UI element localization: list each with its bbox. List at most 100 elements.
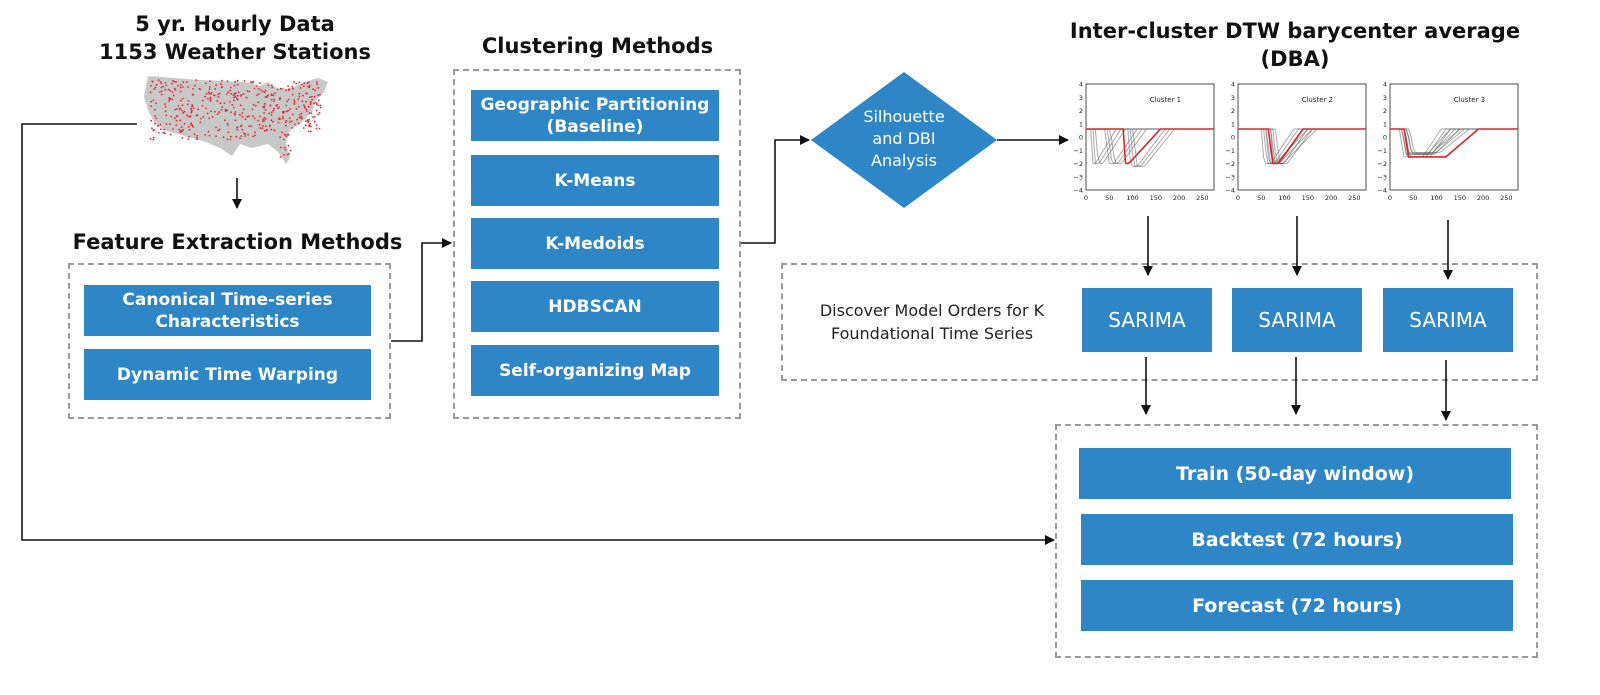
station-dot (164, 103, 166, 106)
y-tick-label: −2 (1073, 160, 1083, 168)
station-dot (233, 99, 235, 102)
station-dot (185, 81, 188, 83)
station-dot (308, 118, 311, 121)
station-dot (210, 92, 213, 95)
station-dot (173, 80, 176, 83)
station-dot (236, 98, 239, 101)
station-dot (295, 82, 297, 85)
station-dot (218, 111, 220, 114)
dba-title-line2: (DBA) (1260, 47, 1330, 71)
y-tick-label: 0 (1079, 134, 1083, 142)
station-dot (273, 129, 276, 132)
station-dot (192, 88, 194, 90)
station-dot (265, 125, 267, 128)
station-dot (174, 117, 176, 120)
analysis-line3: Analysis (871, 151, 937, 170)
station-dot (310, 130, 312, 133)
station-dot (182, 86, 184, 88)
station-dot (272, 109, 274, 112)
station-dot (149, 91, 152, 94)
station-dot (239, 125, 242, 128)
station-dot (180, 126, 183, 129)
station-dot (215, 84, 217, 87)
station-dot (308, 112, 311, 114)
station-dot (234, 80, 236, 83)
station-dot (257, 93, 260, 95)
station-dot (276, 103, 279, 106)
y-tick-label: 1 (1231, 120, 1235, 128)
station-dot (270, 98, 273, 101)
station-dot (301, 100, 304, 102)
station-dot (167, 88, 170, 91)
canonical-characteristics-box: Canonical Time-series Characteristics (84, 285, 371, 336)
station-dot (297, 98, 300, 101)
station-dot (264, 96, 267, 98)
dynamic-time-warping-box: Dynamic Time Warping (84, 349, 371, 400)
station-dot (279, 136, 281, 139)
station-dot (159, 81, 162, 83)
station-dot (245, 96, 248, 99)
station-dot (210, 110, 212, 113)
station-dot (169, 97, 172, 100)
station-dot (188, 135, 190, 138)
dba-centroid-line (1086, 128, 1214, 165)
station-dot (264, 102, 266, 105)
station-dot (289, 149, 292, 152)
station-dot (205, 92, 208, 95)
station-dot (313, 102, 315, 105)
station-dot (300, 83, 303, 86)
cluster-plot-title: Cluster 2 (1302, 96, 1334, 104)
sarima-group (781, 263, 1538, 381)
station-dot (232, 106, 235, 109)
station-dot (254, 134, 256, 137)
x-tick-label: 150 (1150, 194, 1162, 202)
station-dot (253, 87, 256, 90)
station-dot (217, 96, 220, 98)
y-tick-label: −4 (1377, 187, 1387, 195)
station-dot (317, 94, 319, 97)
station-dot (254, 105, 257, 107)
station-dot (311, 98, 314, 101)
station-dot (190, 111, 193, 114)
station-dot (217, 93, 220, 96)
station-dot (169, 89, 172, 92)
station-dot (263, 105, 266, 107)
station-dot (226, 109, 229, 112)
y-tick-label: −1 (1377, 147, 1387, 155)
x-tick-label: 100 (1278, 194, 1290, 202)
station-dot (206, 112, 209, 115)
x-tick-label: 50 (1409, 194, 1417, 202)
station-dot (186, 103, 189, 106)
station-dot (263, 112, 265, 114)
station-dot (225, 93, 228, 95)
station-dot (263, 117, 266, 119)
station-dot (160, 82, 163, 85)
station-dot (259, 127, 262, 129)
station-dot (313, 115, 316, 118)
station-dot (302, 127, 305, 129)
canonical-line2: Characteristics (155, 311, 300, 332)
station-dot (155, 117, 158, 120)
station-dot (193, 133, 196, 136)
station-dot (180, 84, 182, 86)
station-dot (202, 116, 205, 118)
station-dot (319, 104, 322, 107)
station-dot (289, 108, 291, 110)
station-dot (290, 120, 293, 123)
station-dot (178, 128, 180, 131)
station-dot (286, 153, 289, 156)
x-tick-label: 200 (1173, 194, 1185, 202)
station-dot (208, 117, 211, 120)
station-dot (204, 95, 207, 98)
station-dot (227, 124, 229, 127)
station-dot (201, 105, 204, 107)
station-dot (150, 119, 153, 122)
station-dot (276, 88, 279, 91)
station-dot (220, 83, 222, 86)
station-dot (244, 118, 247, 120)
y-tick-label: 3 (1383, 94, 1387, 102)
station-dot (155, 84, 158, 86)
station-dot (150, 100, 153, 103)
station-dot (179, 131, 182, 134)
station-dot (208, 86, 211, 88)
